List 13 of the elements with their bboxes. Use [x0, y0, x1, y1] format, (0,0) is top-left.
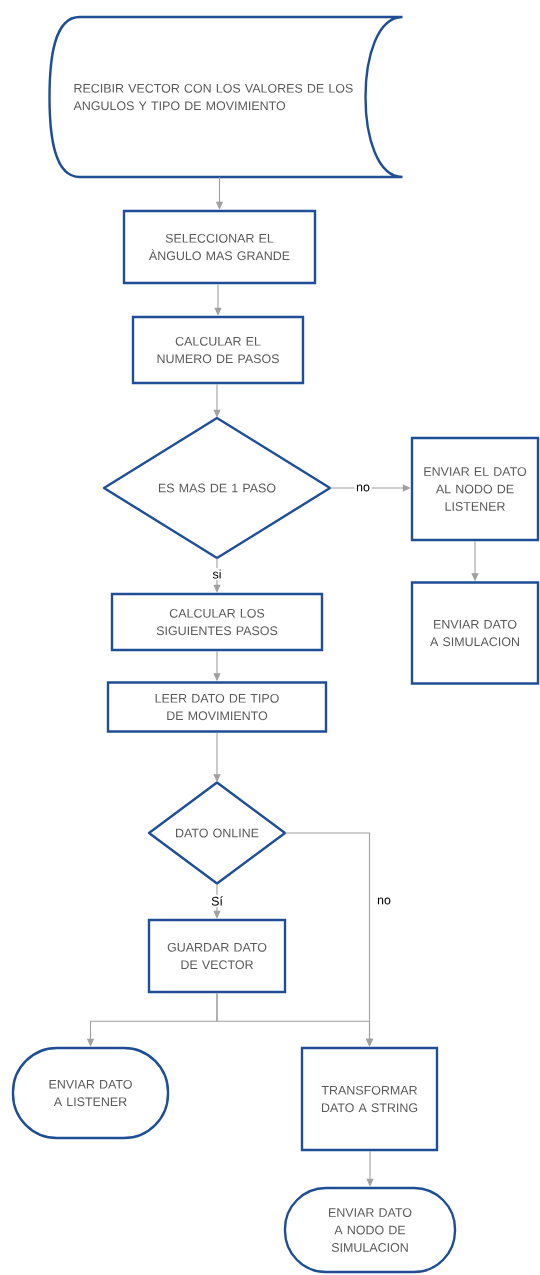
process-box: SELECCIONAR EL ÀNGULO MAS GRANDE — [122, 209, 317, 285]
process-box: CALCULAR EL NUMERO DE PASOS — [131, 315, 305, 385]
process-box: LEER DATO DE TIPO DE MOVIMIENTO — [106, 681, 328, 733]
process-box: TRANSFORMAR DATO A STRING — [300, 1046, 439, 1152]
process-box: CALCULAR LOS SIGUIENTES PASOS — [110, 592, 324, 652]
process-box: ENVIAR DATO A SIMULACION — [410, 581, 540, 685]
stored-data-shape: RECIBIR VECTOR CON LOS VALORES DE LOS ANGULOS Y TIPO DE MOVIMIENTO — [48, 15, 404, 179]
edge-label: si — [211, 567, 223, 581]
process-box: ENVIAR EL DATO AL NODO DE LISTENER — [410, 436, 540, 542]
process-box: GUARDAR DATO DE VECTOR — [147, 918, 287, 994]
edge-label: no — [375, 896, 393, 906]
edge-label: no — [354, 483, 372, 493]
edge-label: Sí — [209, 894, 225, 908]
